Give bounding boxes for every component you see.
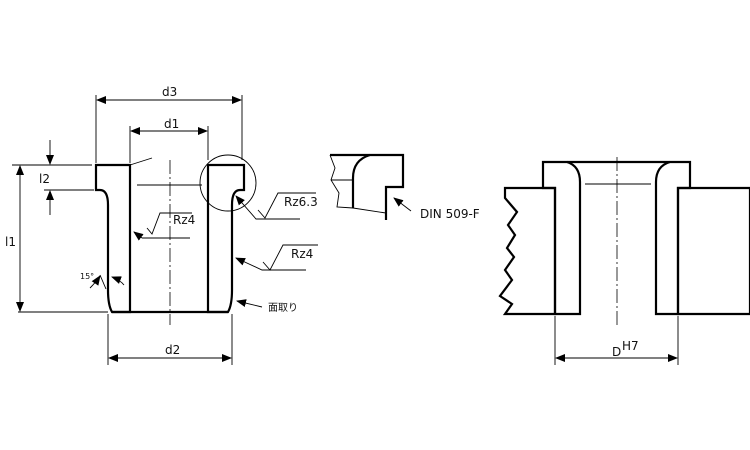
dim-l2: l2 [39,172,50,186]
bushing-left-wall [94,163,132,314]
chamfer-label: 面取り [268,302,298,314]
bushing-section-view: d3 d1 l2 l1 d2 15° Rz4 Rz6.3 [5,85,318,365]
sleeve-right [654,160,692,316]
groove-detail-view: DIN 509-F [329,153,480,221]
detail-circle [199,154,257,212]
housing-right [676,186,750,316]
rz-bore-label: Rz4 [173,213,195,227]
bushing-right-wall [206,163,246,314]
housing-assembly-view: D H7 [498,157,750,365]
dim-D: D [612,345,621,359]
dim-d1: d1 [164,117,179,131]
rz-outer-label: Rz4 [291,247,313,261]
din-label: DIN 509-F [420,207,480,221]
dim-D-tolerance: H7 [622,339,639,353]
dim-l1: l1 [5,235,16,249]
dim-d3: d3 [162,85,177,99]
dim-d2: d2 [165,343,180,357]
rz-groove-label: Rz6.3 [284,195,318,209]
sleeve-left [541,160,582,316]
housing-left [498,186,557,316]
angle-label: 15° [80,272,94,281]
